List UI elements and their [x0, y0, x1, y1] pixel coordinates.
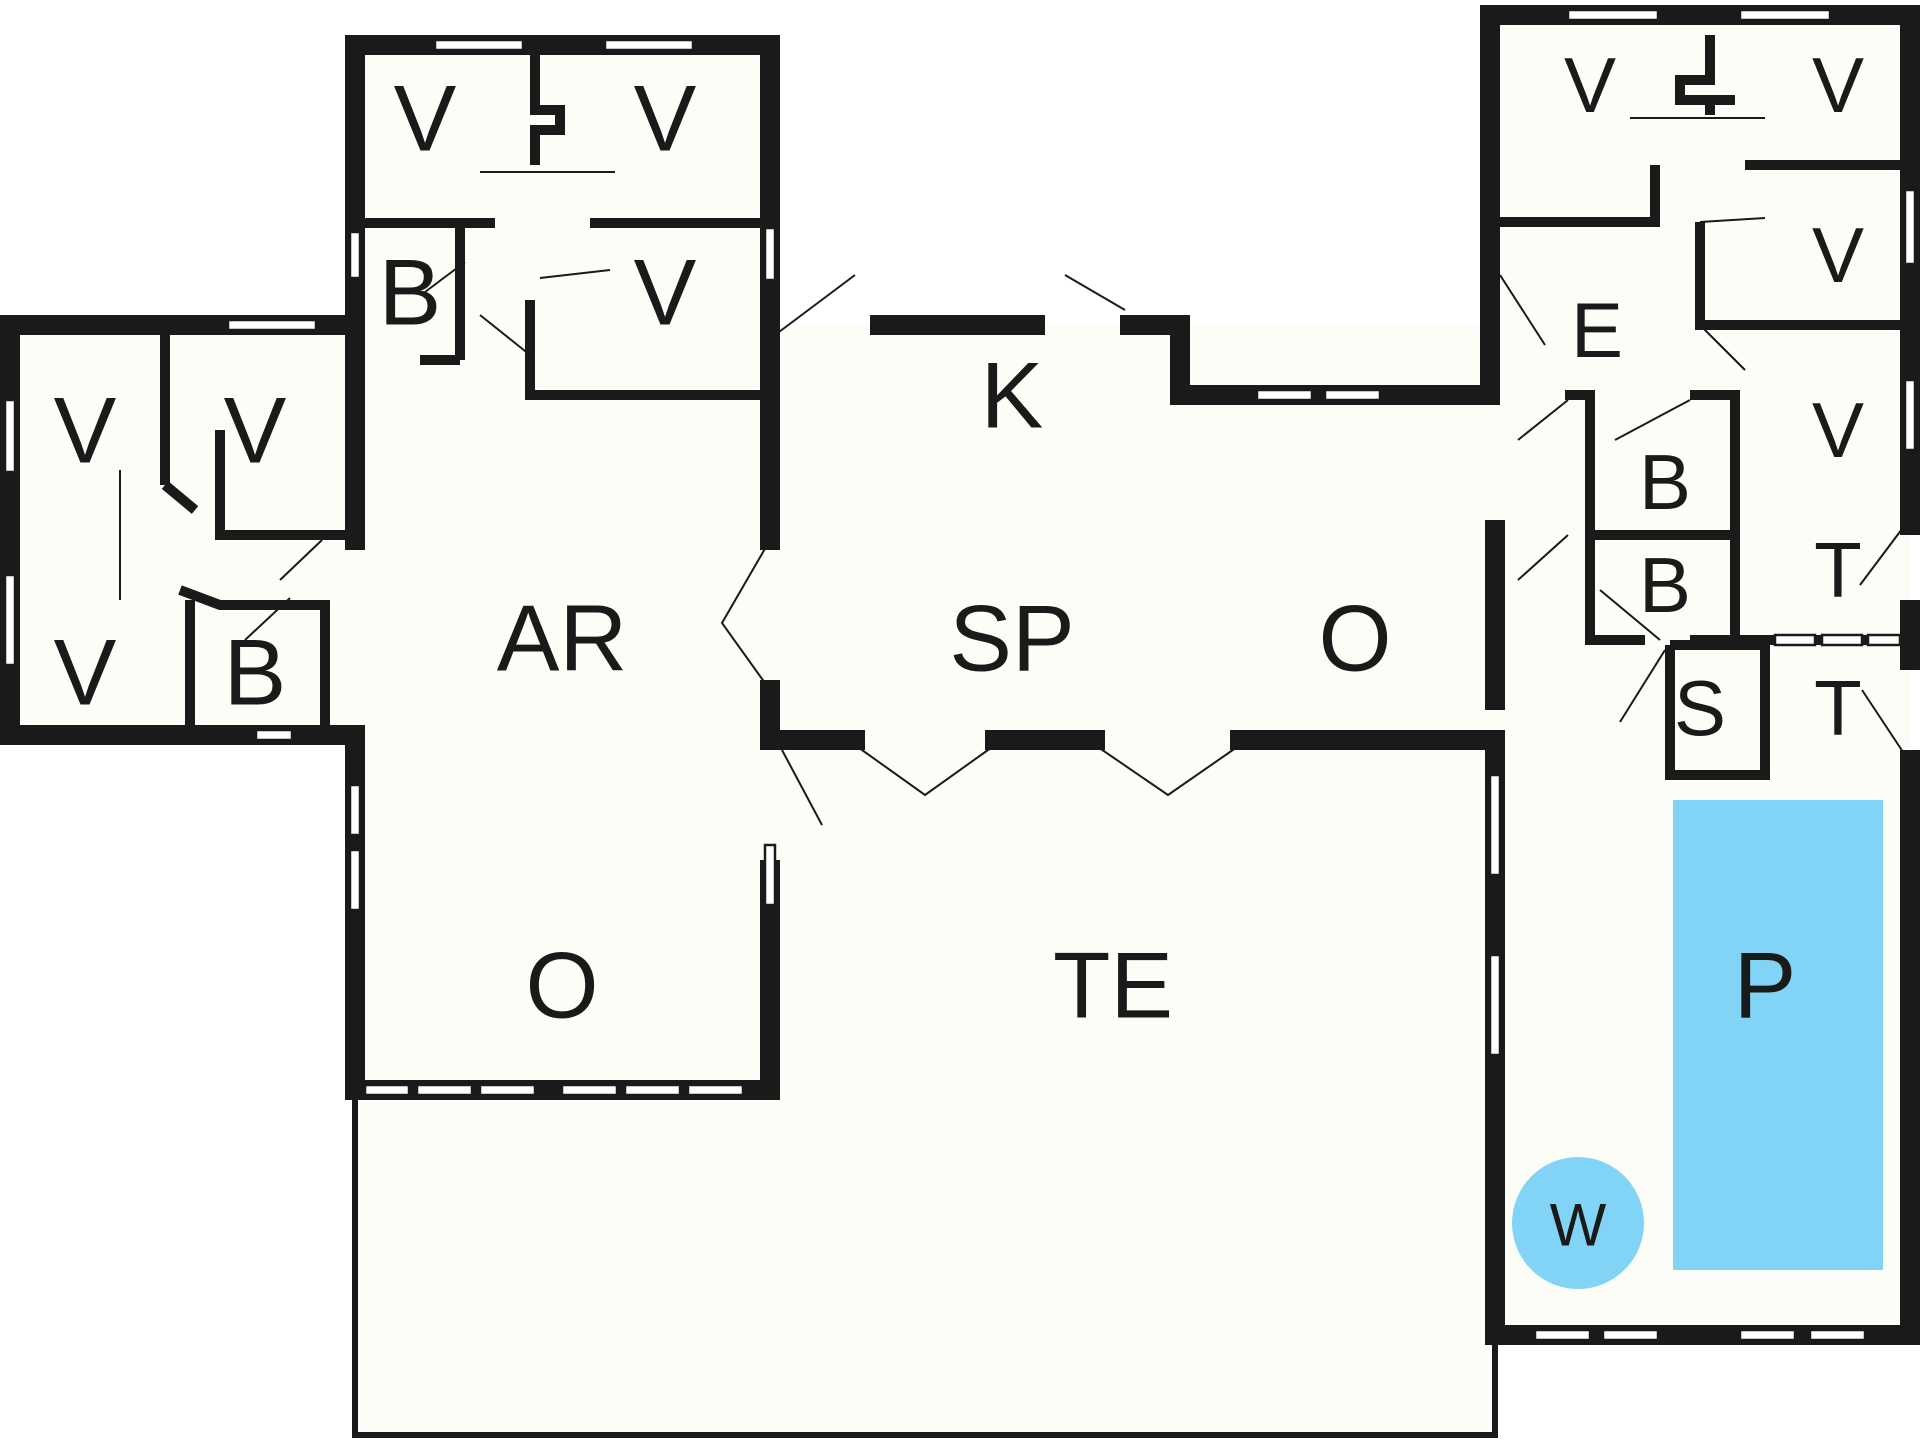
room-label-o: O [525, 933, 598, 1038]
room-label-v: V [634, 66, 697, 171]
room-label-b: B [1639, 541, 1691, 629]
room-label-v: V [634, 240, 697, 345]
room-label-t: T [1814, 664, 1862, 752]
room-label-b: B [379, 240, 442, 345]
windows [3, 8, 1917, 1342]
floor-terrace-upper [770, 745, 1495, 1095]
room-labels: V V V B V V B V AR O K SP O TE V V E V V… [54, 41, 1864, 1259]
room-label-sp: SP [949, 586, 1074, 691]
room-label-v: V [54, 378, 117, 483]
room-label-v: V [1812, 211, 1864, 299]
room-label-ar: AR [497, 586, 628, 691]
doors [119, 117, 1906, 826]
room-label-k: K [981, 343, 1044, 448]
room-label-v: V [1564, 41, 1616, 129]
floor-terrace [355, 1090, 1495, 1435]
room-label-te: TE [1053, 933, 1173, 1038]
room-label-v: V [224, 378, 287, 483]
room-label-p: P [1734, 933, 1797, 1038]
room-label-t: T [1814, 526, 1862, 614]
room-label-v: V [394, 66, 457, 171]
whirlpool [1512, 1157, 1644, 1289]
room-label-v: V [1812, 386, 1864, 474]
room-label-b: B [224, 620, 287, 725]
room-label-s: S [1674, 664, 1726, 752]
room-label-b: B [1639, 438, 1691, 526]
walls [0, 5, 1920, 1345]
room-label-v: V [1812, 41, 1864, 129]
pool [1673, 800, 1883, 1270]
room-label-v: V [54, 620, 117, 725]
room-label-e: E [1571, 286, 1623, 374]
room-label-w: W [1550, 1192, 1607, 1259]
terrace-outline [352, 1090, 1498, 1438]
room-label-o: O [1318, 586, 1391, 691]
